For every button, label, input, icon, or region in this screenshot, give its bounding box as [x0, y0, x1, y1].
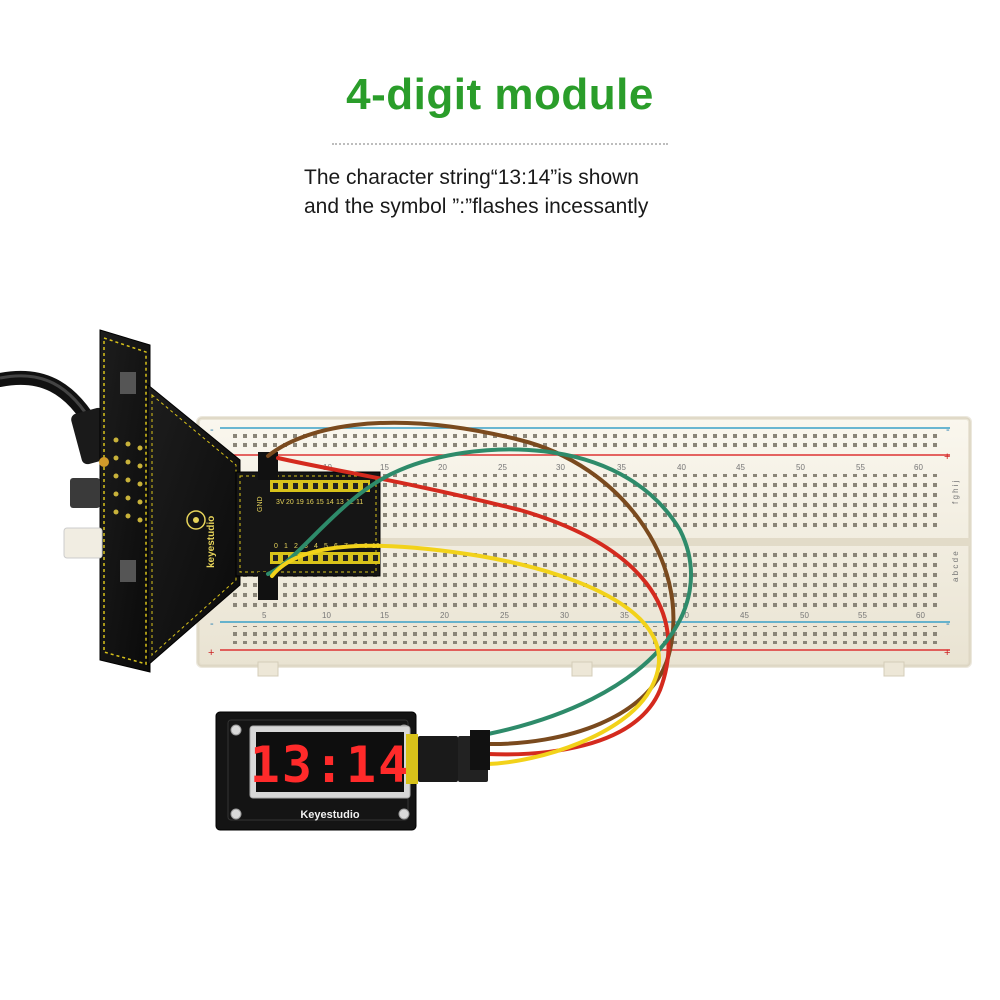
rail-plus-top-right: + [944, 451, 950, 463]
svg-text:15: 15 [316, 499, 324, 506]
svg-text:40: 40 [680, 611, 689, 620]
svg-text:13: 13 [336, 499, 344, 506]
svg-text:20: 20 [286, 499, 294, 506]
svg-text:5: 5 [262, 611, 267, 620]
title-divider [332, 143, 668, 145]
display-brand: Keyestudio [300, 809, 360, 821]
svg-text:19: 19 [296, 499, 304, 506]
wire-green [266, 447, 693, 736]
svg-text:2: 2 [294, 543, 298, 550]
svg-text:40: 40 [677, 463, 686, 472]
svg-text:35: 35 [620, 611, 629, 620]
segment-display-digits: 13:14 [250, 736, 411, 794]
four-digit-display-module: 13:14 Keyestudio [215, 711, 488, 831]
rail-minus-bottom-right: - [946, 618, 950, 630]
svg-text:3V: 3V [276, 499, 285, 506]
button-a [120, 372, 136, 394]
wire-red [276, 456, 671, 757]
svg-text:5: 5 [324, 543, 328, 550]
svg-text:60: 60 [914, 463, 923, 472]
row-letters-top: f g h i j [951, 480, 960, 504]
svg-text:3: 3 [304, 543, 308, 550]
wire-yellow [270, 543, 661, 766]
shield-brand: keyestudio [206, 516, 217, 568]
button-b [120, 560, 136, 582]
rail-plus-bottom-left: + [208, 647, 214, 659]
svg-text:20: 20 [440, 611, 449, 620]
caption-line-1: The character string“13:14”is shown [304, 166, 639, 189]
reset-connector [70, 478, 100, 508]
svg-text:50: 50 [800, 611, 809, 620]
led-matrix [113, 437, 143, 523]
svg-text:4: 4 [314, 543, 318, 550]
svg-text:55: 55 [856, 463, 865, 472]
svg-text:45: 45 [740, 611, 749, 620]
svg-text:15: 15 [380, 463, 389, 472]
caption-line-2: and the symbol ”:”flashes incessantly [304, 195, 649, 218]
svg-text:25: 25 [498, 463, 507, 472]
column-numbers-bottom: 5 10 15 20 25 30 35 40 45 50 55 60 [262, 611, 925, 620]
svg-text:55: 55 [858, 611, 867, 620]
microbit-shield: GND 3V 20 19 16 15 14 13 12 11 0 1 2 3 4… [63, 329, 381, 673]
svg-text:25: 25 [500, 611, 509, 620]
svg-text:1: 1 [284, 543, 288, 550]
svg-text:GND: GND [257, 496, 264, 512]
svg-text:30: 30 [556, 463, 565, 472]
wire-brown [266, 420, 676, 747]
jumper-wires [266, 420, 693, 770]
svg-text:35: 35 [617, 463, 626, 472]
page-title: 4-digit module [346, 70, 654, 119]
usb-cable [0, 370, 115, 465]
rail-plus-bottom-right: + [944, 647, 950, 659]
svg-text:50: 50 [796, 463, 805, 472]
row-letters-bottom: a b c d e [951, 551, 960, 582]
caption: The character string“13:14”is shown and … [304, 163, 764, 221]
svg-text:11: 11 [356, 499, 363, 506]
svg-text:45: 45 [736, 463, 745, 472]
svg-text:60: 60 [916, 611, 925, 620]
svg-text:14: 14 [326, 499, 334, 506]
svg-text:16: 16 [306, 499, 314, 506]
svg-text:15: 15 [380, 611, 389, 620]
battery-connector [63, 527, 103, 559]
svg-text:10: 10 [322, 611, 331, 620]
svg-text:30: 30 [560, 611, 569, 620]
rail-minus-top-right: - [946, 424, 950, 436]
keyestudio-logo-icon [186, 510, 206, 530]
rail-minus-top-left: - [210, 424, 214, 436]
svg-text:0: 0 [274, 543, 278, 550]
rail-minus-bottom-left: - [210, 618, 214, 630]
svg-text:20: 20 [438, 463, 447, 472]
